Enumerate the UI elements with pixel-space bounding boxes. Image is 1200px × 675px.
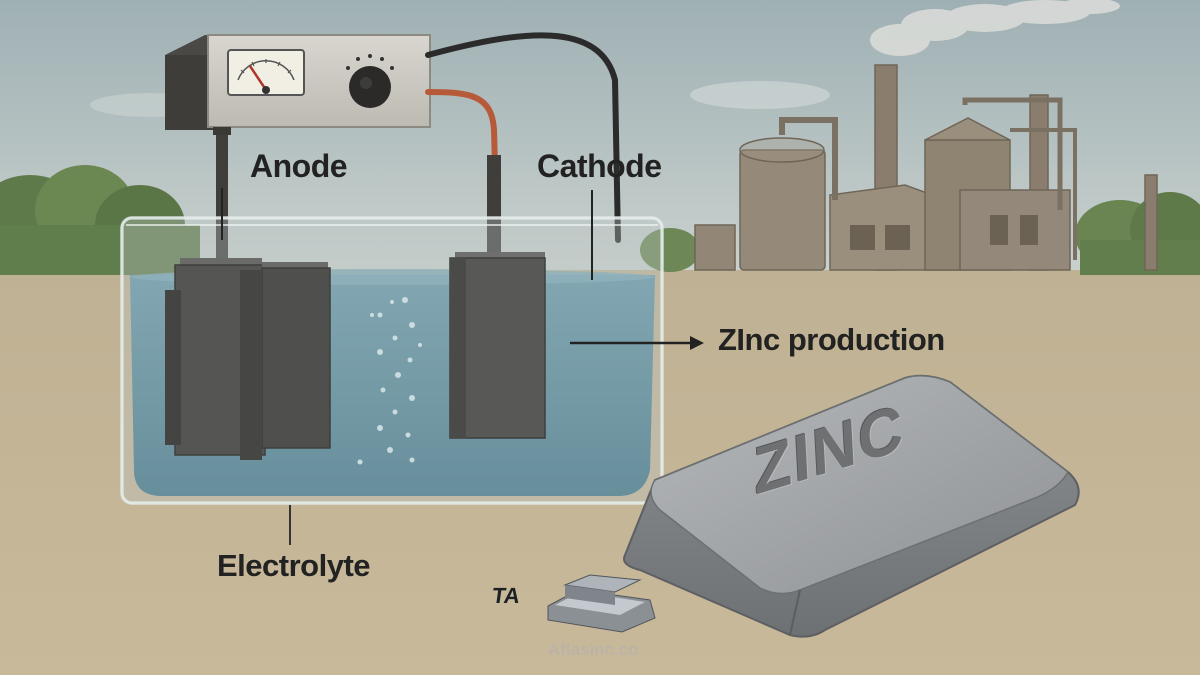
electrolyte-label: Electrolyte <box>217 548 371 583</box>
gas-bubbles <box>357 297 422 465</box>
watermark: Aflasinc.co <box>548 640 639 659</box>
ammeter-gauge-icon <box>227 49 305 96</box>
trees-right <box>640 192 1200 275</box>
cathode-plate <box>449 252 546 439</box>
zinc-ingot <box>623 374 1080 638</box>
factory <box>694 0 1158 271</box>
arrow-icon <box>570 336 704 350</box>
cathode-rod <box>487 155 501 255</box>
control-knob-icon <box>346 54 394 108</box>
electrolysis-tank <box>120 216 664 505</box>
black-wire <box>425 32 621 243</box>
anode-plates <box>165 258 331 460</box>
red-wire <box>425 89 498 168</box>
anode-label: Anode <box>250 148 348 184</box>
power-supply <box>165 34 431 130</box>
cathode-label: Cathode <box>537 148 662 184</box>
svg-text:TA: TA <box>491 583 522 608</box>
zinc-production-label: ZInc production <box>718 322 945 357</box>
logo-icon: TA <box>491 574 656 633</box>
